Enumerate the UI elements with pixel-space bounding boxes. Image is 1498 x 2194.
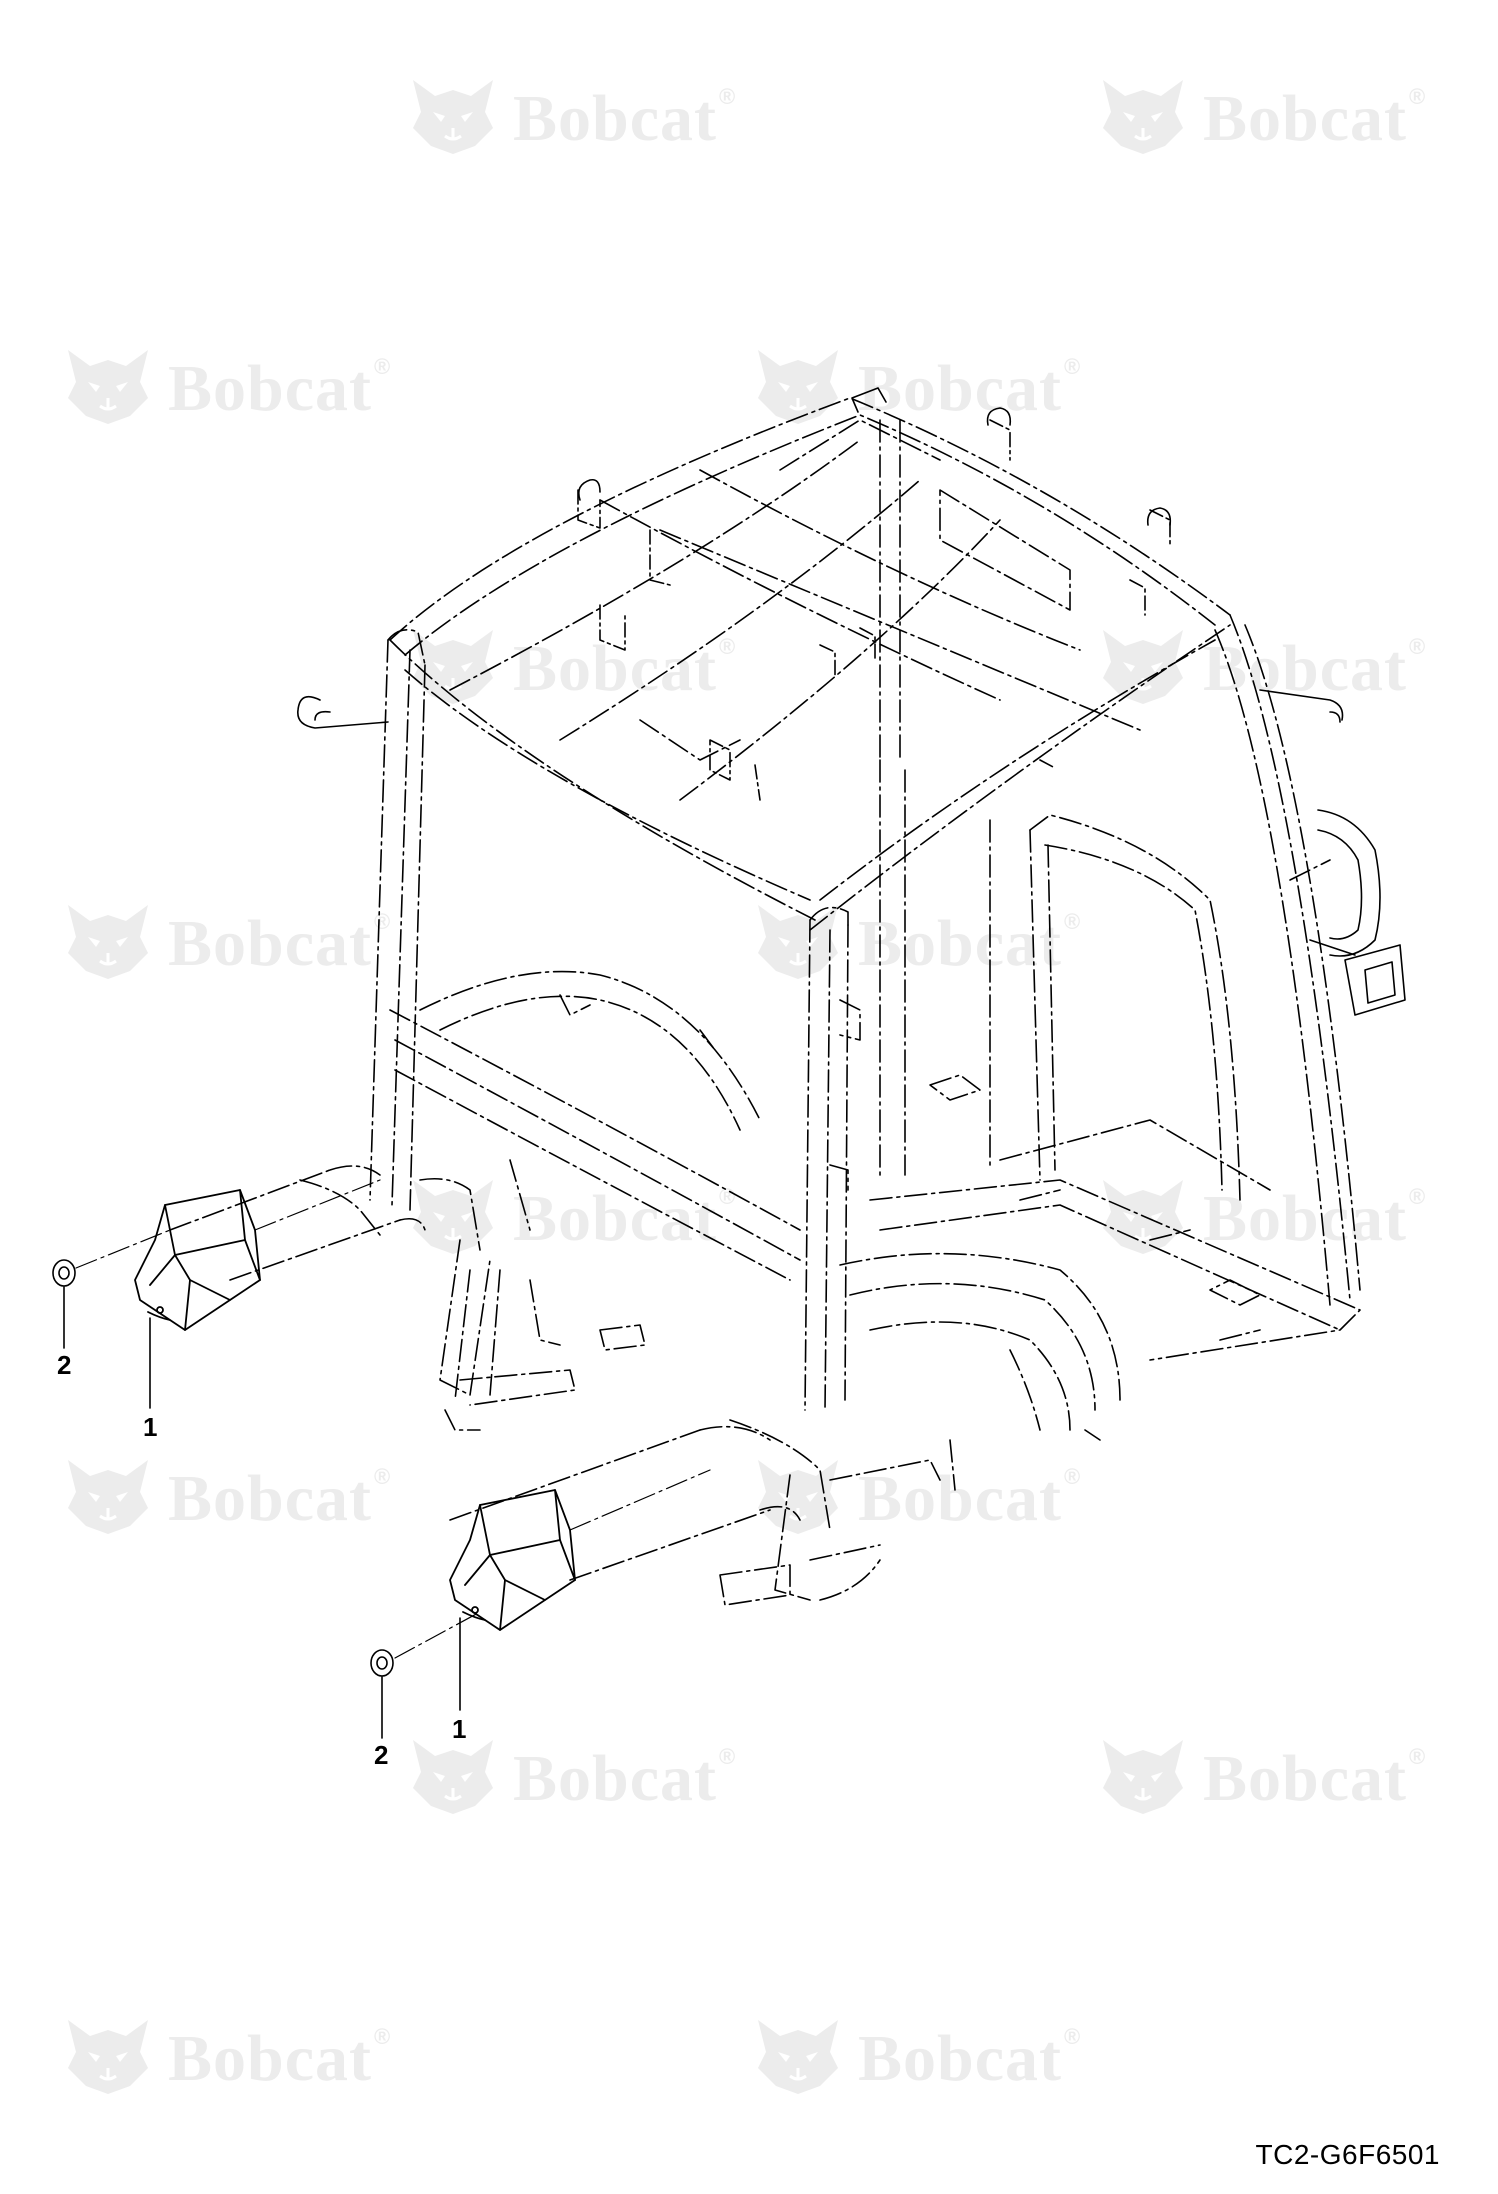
washer-left — [52, 1259, 76, 1287]
bobcat-watermark-text: Bobcat® — [513, 82, 737, 155]
bobcat-logo-icon — [68, 2020, 148, 2094]
bobcat-logo-icon — [1103, 80, 1183, 154]
side-handle — [1309, 809, 1406, 1016]
bobcat-logo-icon — [1103, 1180, 1183, 1254]
right-fender — [839, 1252, 1121, 1441]
left-front-bracket — [134, 1189, 261, 1331]
bobcat-watermark-text: Bobcat® — [858, 907, 1082, 980]
bobcat-watermark-text: Bobcat® — [1203, 1182, 1427, 1255]
callout-bracket-left: 1 — [143, 1412, 158, 1442]
right-front-bracket — [449, 1489, 576, 1631]
bobcat-logo-icon — [68, 350, 148, 424]
bobcat-watermark-text: Bobcat® — [858, 2022, 1082, 2095]
callout-washer-right: 2 — [374, 1740, 389, 1770]
bobcat-logo-icon — [413, 80, 493, 154]
center-front-pillar — [804, 906, 861, 1411]
dash-cross-member — [389, 970, 801, 1281]
callout-bracket-right: 1 — [452, 1714, 467, 1744]
drawing-code: TC2-G6F6501 — [1255, 2139, 1440, 2170]
bobcat-logo-icon — [1103, 630, 1183, 704]
bobcat-logo-icon — [413, 1180, 493, 1254]
left-side-hook — [297, 695, 389, 729]
assembly-lines — [75, 1179, 711, 1659]
roof-brackets — [577, 419, 1171, 801]
bobcat-logo-icon — [1103, 1740, 1183, 1814]
leader-lines — [63, 1286, 461, 1739]
bobcat-watermark-text: Bobcat® — [168, 2022, 392, 2095]
washer-right — [370, 1649, 394, 1677]
bobcat-logo-icon — [68, 1460, 148, 1534]
bobcat-watermark-text: Bobcat® — [168, 1462, 392, 1535]
roof-frame — [389, 397, 1231, 931]
bobcat-watermark-text: Bobcat® — [858, 1462, 1082, 1535]
right-top-hook — [1259, 689, 1344, 723]
bobcat-watermark-text: Bobcat® — [168, 352, 392, 425]
bobcat-watermark-text: Bobcat® — [513, 632, 737, 705]
floor-platform — [869, 1074, 1361, 1361]
lift-hooks — [577, 387, 1172, 526]
bobcat-watermark-text: Bobcat® — [1203, 1742, 1427, 1815]
bobcat-logo-icon — [758, 350, 838, 424]
bobcat-logo-icon — [758, 2020, 838, 2094]
left-step — [444, 1269, 501, 1431]
bobcat-logo-icon — [413, 1740, 493, 1814]
bobcat-watermark-text: Bobcat® — [858, 352, 1082, 425]
bobcat-watermark-text: Bobcat® — [513, 1182, 737, 1255]
bobcat-logo-icon — [68, 905, 148, 979]
callout-washer-left: 2 — [57, 1350, 72, 1380]
bobcat-watermark-text: Bobcat® — [168, 907, 392, 980]
rear-pillar — [879, 759, 991, 1181]
bobcat-watermark-text: Bobcat® — [513, 1742, 737, 1815]
rear-window-frame — [1029, 814, 1241, 1201]
right-rear-pillar — [1214, 614, 1361, 1306]
right-frame-rail — [449, 1419, 956, 1606]
left-front-pillar — [369, 629, 426, 1211]
bobcat-watermark-text: Bobcat® — [1203, 82, 1427, 155]
